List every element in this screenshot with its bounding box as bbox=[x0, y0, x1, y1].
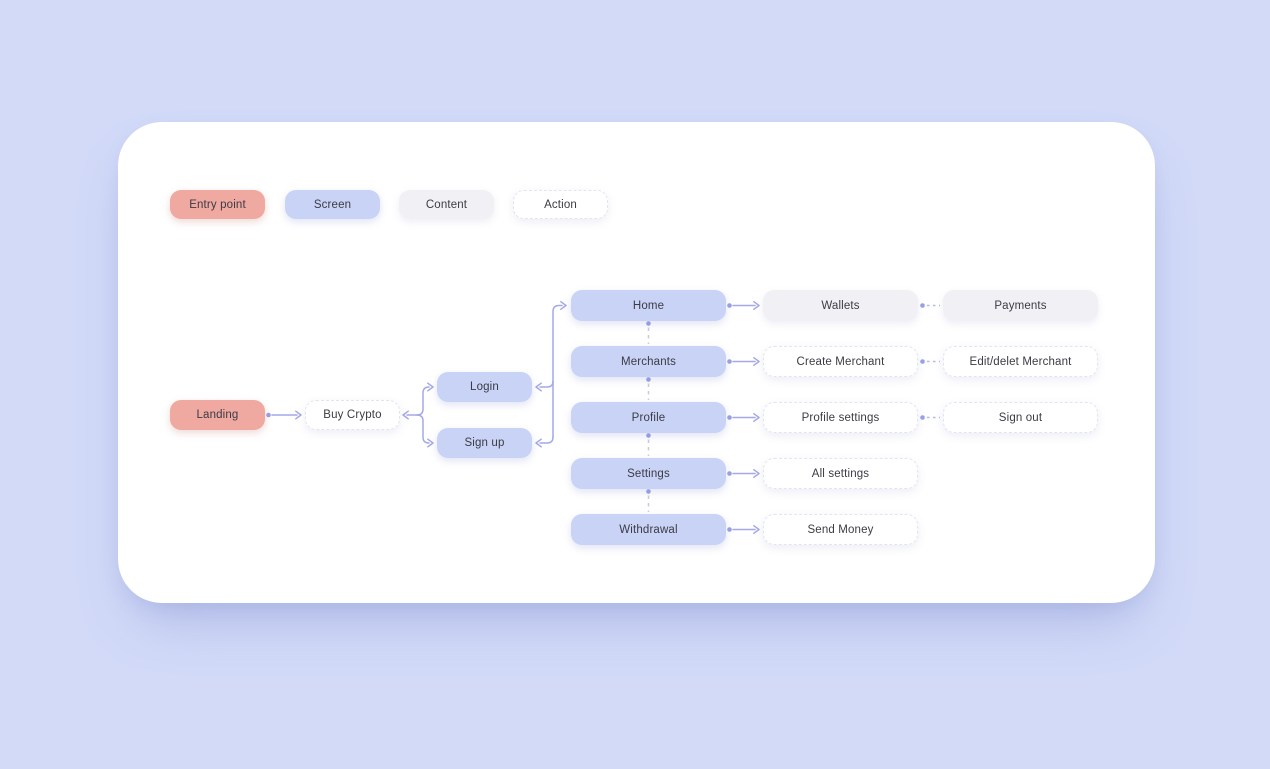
node-label: Settings bbox=[627, 467, 670, 480]
node-sign-up[interactable]: Sign up bbox=[437, 428, 532, 458]
node-buy-crypto[interactable]: Buy Crypto bbox=[305, 400, 400, 430]
legend-chip-label: Content bbox=[425, 198, 468, 211]
node-label: Create Merchant bbox=[796, 355, 885, 368]
node-label: Merchants bbox=[620, 355, 677, 368]
node-edit-delet-merchant[interactable]: Edit/delet Merchant bbox=[943, 346, 1098, 377]
node-label: Profile settings bbox=[801, 411, 880, 424]
node-landing[interactable]: Landing bbox=[170, 400, 265, 430]
node-label: All settings bbox=[811, 467, 870, 480]
node-label: Payments bbox=[994, 299, 1047, 312]
legend-chip-label: Action bbox=[544, 198, 577, 211]
node-label: Send Money bbox=[807, 523, 874, 536]
legend-chip-entry-point[interactable]: Entry point bbox=[170, 190, 265, 219]
node-withdrawal[interactable]: Withdrawal bbox=[571, 514, 726, 545]
node-login[interactable]: Login bbox=[437, 372, 532, 402]
legend-chip-label: Entry point bbox=[189, 198, 246, 211]
node-label: Sign out bbox=[998, 411, 1043, 424]
legend-chip-label: Screen bbox=[313, 198, 352, 211]
node-sign-out[interactable]: Sign out bbox=[943, 402, 1098, 433]
node-label: Withdrawal bbox=[619, 523, 678, 536]
legend-chip-screen[interactable]: Screen bbox=[285, 190, 380, 219]
node-label: Profile bbox=[631, 411, 666, 424]
node-label: Buy Crypto bbox=[323, 409, 382, 421]
node-profile[interactable]: Profile bbox=[571, 402, 726, 433]
node-label: Edit/delet Merchant bbox=[969, 355, 1072, 368]
legend-chip-content[interactable]: Content bbox=[399, 190, 494, 219]
node-settings[interactable]: Settings bbox=[571, 458, 726, 489]
node-label: Sign up bbox=[464, 437, 505, 449]
node-label: Landing bbox=[196, 409, 239, 421]
node-send-money[interactable]: Send Money bbox=[763, 514, 918, 545]
node-home[interactable]: Home bbox=[571, 290, 726, 321]
node-payments[interactable]: Payments bbox=[943, 290, 1098, 321]
node-profile-settings[interactable]: Profile settings bbox=[763, 402, 918, 433]
node-create-merchant[interactable]: Create Merchant bbox=[763, 346, 918, 377]
legend-chip-action[interactable]: Action bbox=[513, 190, 608, 219]
node-wallets[interactable]: Wallets bbox=[763, 290, 918, 321]
node-all-settings[interactable]: All settings bbox=[763, 458, 918, 489]
node-label: Wallets bbox=[821, 299, 860, 312]
node-label: Login bbox=[470, 381, 499, 393]
node-merchants[interactable]: Merchants bbox=[571, 346, 726, 377]
node-label: Home bbox=[632, 299, 665, 312]
